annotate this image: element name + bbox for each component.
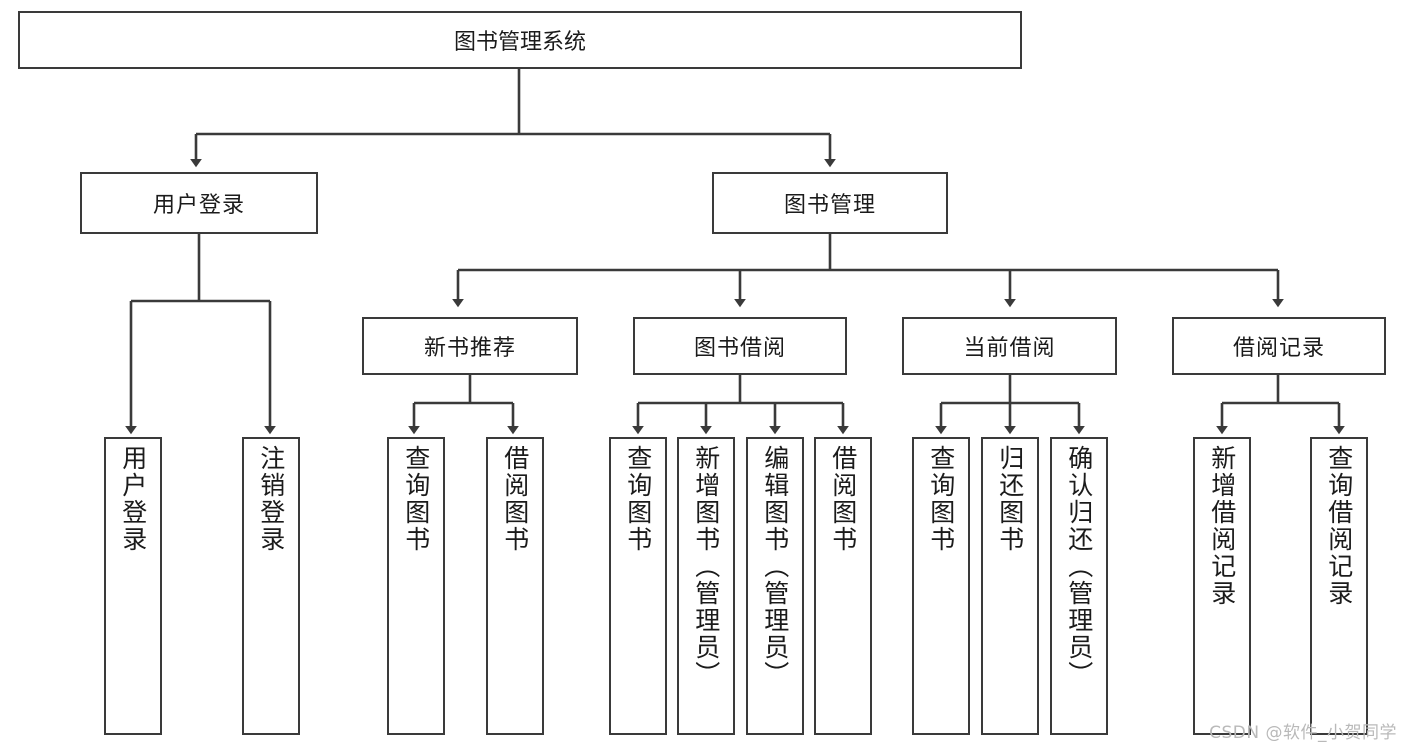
node-label: 借阅图书 bbox=[828, 445, 858, 553]
leaf-user-login-logout[interactable]: 注销登录 bbox=[242, 437, 300, 735]
node-label: 用户登录 bbox=[152, 193, 245, 218]
node-label: 借阅图书 bbox=[500, 445, 530, 553]
watermark: CSDN @软件_小贺同学 bbox=[1209, 723, 1397, 743]
node-label: 新增借阅记录 bbox=[1207, 445, 1237, 607]
node-label: 查询图书 bbox=[623, 445, 653, 553]
leaf-book-borrow-edit[interactable]: 编辑图书（管理员） bbox=[746, 437, 804, 735]
leaf-user-login-login[interactable]: 用户登录 bbox=[104, 437, 162, 735]
node-label: 编辑图书（管理员） bbox=[760, 445, 790, 688]
leaf-borrow-record-add[interactable]: 新增借阅记录 bbox=[1193, 437, 1251, 735]
node-label: 用户登录 bbox=[118, 445, 148, 553]
node-label: 新书推荐 bbox=[423, 336, 516, 361]
node-label: 查询图书 bbox=[926, 445, 956, 553]
node-book-borrow[interactable]: 图书借阅 bbox=[633, 317, 847, 375]
node-root-system[interactable]: 图书管理系统 bbox=[18, 11, 1022, 69]
leaf-new-book-borrow[interactable]: 借阅图书 bbox=[486, 437, 544, 735]
leaf-book-borrow-query[interactable]: 查询图书 bbox=[609, 437, 667, 735]
node-label: 新增图书（管理员） bbox=[691, 445, 721, 688]
node-label: 当前借阅 bbox=[963, 336, 1056, 361]
leaf-current-borrow-query[interactable]: 查询图书 bbox=[912, 437, 970, 735]
node-label: 归还图书 bbox=[995, 445, 1025, 553]
leaf-current-borrow-confirm-return[interactable]: 确认归还（管理员） bbox=[1050, 437, 1108, 735]
node-label: 注销登录 bbox=[256, 445, 286, 553]
node-label: 查询图书 bbox=[401, 445, 431, 553]
node-label: 图书管理系统 bbox=[453, 30, 586, 55]
node-label: 确认归还（管理员） bbox=[1064, 445, 1094, 688]
node-label: 图书借阅 bbox=[693, 336, 786, 361]
leaf-book-borrow-borrow[interactable]: 借阅图书 bbox=[814, 437, 872, 735]
node-label: 图书管理 bbox=[783, 193, 876, 218]
leaf-new-book-query[interactable]: 查询图书 bbox=[387, 437, 445, 735]
node-user-login[interactable]: 用户登录 bbox=[80, 172, 318, 234]
node-current-borrow[interactable]: 当前借阅 bbox=[902, 317, 1117, 375]
node-new-book-recommend[interactable]: 新书推荐 bbox=[362, 317, 578, 375]
leaf-current-borrow-return[interactable]: 归还图书 bbox=[981, 437, 1039, 735]
leaf-book-borrow-add[interactable]: 新增图书（管理员） bbox=[677, 437, 735, 735]
node-label: 查询借阅记录 bbox=[1324, 445, 1354, 607]
node-label: 借阅记录 bbox=[1232, 336, 1325, 361]
leaf-borrow-record-query[interactable]: 查询借阅记录 bbox=[1310, 437, 1368, 735]
node-book-management[interactable]: 图书管理 bbox=[712, 172, 948, 234]
node-borrow-record[interactable]: 借阅记录 bbox=[1172, 317, 1386, 375]
